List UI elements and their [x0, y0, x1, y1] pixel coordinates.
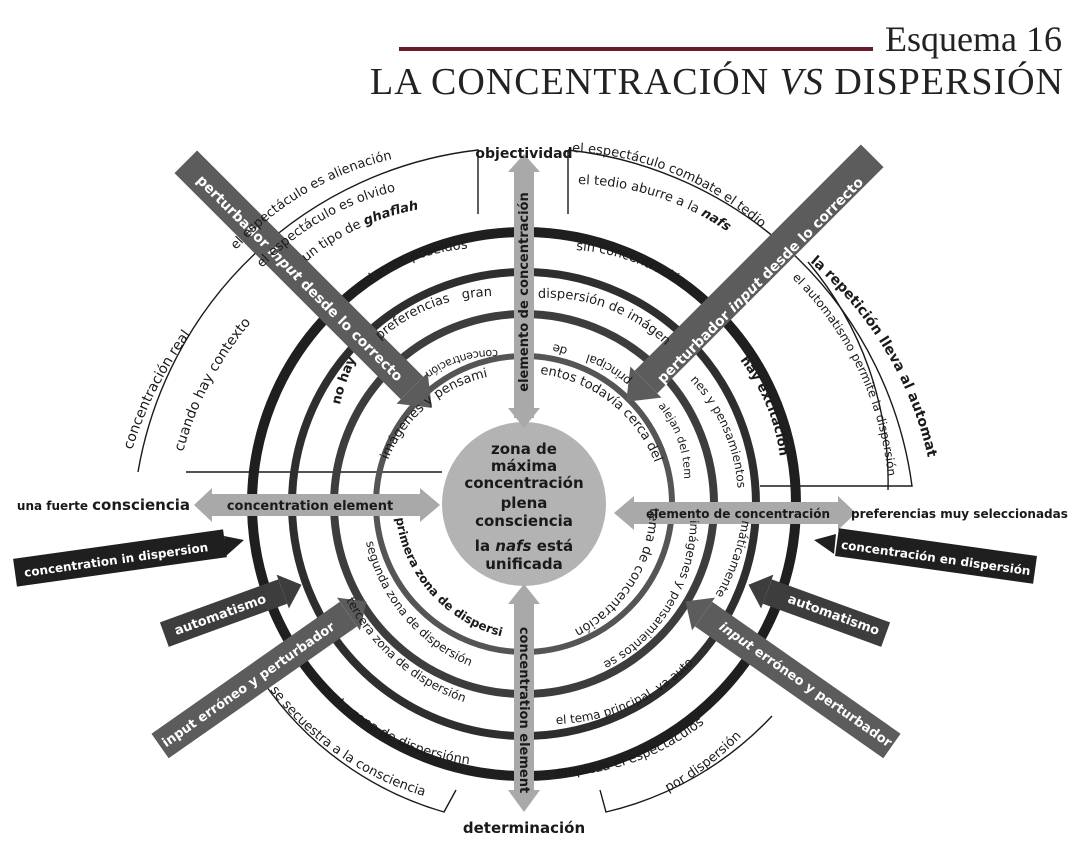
- center-line-3: concentración: [464, 474, 583, 492]
- text-de-inv: de: [551, 341, 569, 358]
- center-line-7: unificada: [485, 555, 563, 573]
- east-arrow-head-left: [614, 496, 634, 530]
- ne-arrow: [626, 144, 884, 402]
- west-arrow-head-right: [420, 488, 440, 522]
- tp-nohay: no hay: [329, 354, 360, 406]
- title-vs: VS: [779, 61, 824, 103]
- connector-bottom-right: [599, 715, 773, 813]
- tedio-b: nafs: [699, 206, 734, 235]
- south-arrow-head-bottom: [508, 790, 540, 812]
- label-una-fuerte: una fuerte: [17, 499, 92, 513]
- north-arrow-head-top: [508, 154, 540, 172]
- east-arrow-head-right: [838, 496, 856, 530]
- west-arrow-shaft: [210, 494, 422, 516]
- right-auto-arrow: [748, 574, 891, 647]
- se-label-b: erróneo y perturbador: [747, 642, 894, 751]
- left-box: [13, 529, 227, 587]
- south-arrow-head-top: [508, 584, 540, 604]
- label-determinacion: determinación: [463, 819, 585, 837]
- label-preferencias-muy: preferencias muy seleccionadas: [851, 507, 1068, 521]
- center-line-6: la nafs está: [475, 537, 573, 555]
- north-arrow-shaft: [514, 168, 534, 418]
- center-nafs: nafs: [495, 537, 531, 555]
- center-text: zona de máxima concentración plena consc…: [464, 440, 583, 573]
- header-rule: [399, 47, 873, 51]
- center-la: la: [475, 537, 496, 555]
- horizontal-axis: [194, 488, 856, 530]
- south-arrow-shaft: [514, 596, 534, 796]
- center-line-2: máxima: [491, 457, 557, 475]
- ne-label-c: desde lo correcto: [755, 174, 867, 286]
- connector-right-curve: [567, 149, 913, 487]
- center-esta: está: [532, 537, 574, 555]
- left-box-arrow: [224, 536, 244, 556]
- east-arrow-label: elemento de concentración: [646, 507, 830, 521]
- vertical-axis: [508, 154, 540, 812]
- se-arrow: [685, 597, 901, 759]
- title-part-1: LA CONCENTRACIÓN: [369, 61, 780, 103]
- west-arrow-label: concentration element: [227, 499, 393, 514]
- north-arrow-head-bottom: [508, 408, 540, 428]
- nw-arrow: [174, 150, 432, 408]
- right-box: [835, 528, 1037, 584]
- connector-right-inner: [807, 261, 889, 491]
- right-box-arrow: [814, 534, 836, 554]
- label-una-fuerte-consciencia: una fuerte consciencia: [17, 496, 190, 514]
- title-part-2: DISPERSIÓN: [823, 61, 1064, 103]
- center-line-5: consciencia: [475, 512, 573, 530]
- label-objectividad: objectividad: [475, 146, 572, 162]
- center-zone: [442, 422, 606, 586]
- center-line-4: plena: [501, 494, 548, 512]
- sw-arrow: [151, 597, 367, 759]
- scheme-label: Esquema 16: [885, 19, 1062, 59]
- tp-deinv: de: [551, 341, 569, 358]
- text-olvido: el espectáculo es olvido: [254, 181, 397, 271]
- east-arrow-shaft: [632, 502, 840, 524]
- connector-bottom-left: [261, 679, 457, 813]
- left-auto-arrow: [159, 574, 302, 647]
- diagram-title: LA CONCENTRACIÓN VS DISPERSIÓN: [370, 60, 1064, 104]
- south-arrow-label: concentration element: [516, 627, 531, 793]
- text-no-hay: no hay: [329, 354, 360, 406]
- ghaflah-b: ghaflah: [361, 199, 419, 229]
- west-arrow-head-left: [194, 488, 212, 522]
- center-line-1: zona de: [491, 440, 557, 458]
- north-arrow-label: elemento de concentración: [517, 192, 532, 391]
- label-consciencia: consciencia: [92, 496, 190, 514]
- tp-olvido: el espectáculo es olvido: [254, 181, 397, 271]
